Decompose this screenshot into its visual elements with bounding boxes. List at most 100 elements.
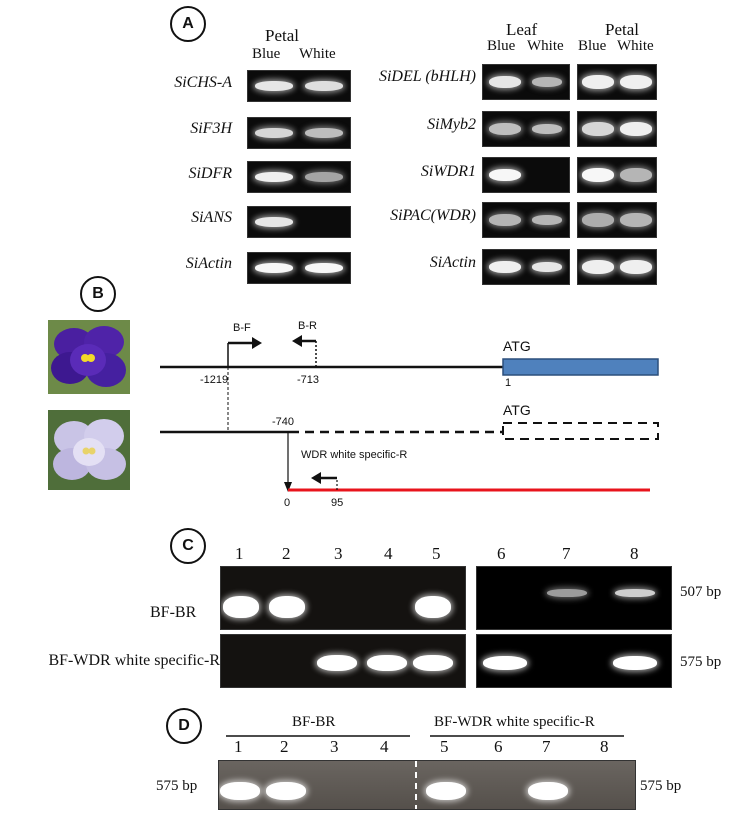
gel-image	[482, 202, 570, 238]
atg-label-top: ATG	[503, 338, 531, 354]
group-label-bfbr: BF-BR	[292, 714, 336, 730]
row-label-bfwdr: BF-WDR white specific-R	[48, 652, 220, 669]
gel-image	[577, 157, 657, 193]
bp-marker-507: 507 bp	[680, 584, 722, 600]
lane-number: 6	[497, 544, 506, 563]
gel-image	[482, 64, 570, 100]
gel-image	[476, 634, 672, 688]
gel-band	[620, 168, 652, 182]
gel-band	[620, 260, 652, 274]
primer-br-label: B-R	[298, 320, 317, 332]
col-white-left: White	[299, 46, 336, 62]
gel-band	[489, 214, 521, 226]
gel-band	[620, 122, 652, 136]
gel-band	[220, 782, 260, 800]
gel-band	[620, 213, 652, 227]
gel-image	[577, 64, 657, 100]
gene-label: SiCHS-A	[174, 74, 232, 91]
gel-band	[582, 75, 614, 89]
lane-number: 6	[494, 737, 503, 756]
wdr-primer-label: WDR white specific-R	[301, 449, 408, 461]
petal-header-right: Petal	[605, 20, 639, 39]
gel-band	[255, 217, 293, 227]
lane-number: 2	[282, 544, 291, 563]
gene-label: SiDEL (bHLH)	[378, 68, 476, 85]
gel-band	[305, 172, 343, 182]
lane-number: 8	[600, 737, 609, 756]
lane-number: 4	[380, 737, 389, 756]
gel-band	[415, 596, 451, 618]
pos-0: 0	[284, 497, 291, 509]
gene-label: SiWDR1	[420, 163, 476, 180]
gel-band	[255, 128, 293, 138]
gel-band	[615, 589, 655, 597]
pos-740: -740	[272, 416, 295, 428]
gene-label: SiPAC(WDR)	[390, 207, 476, 224]
gel-image	[482, 249, 570, 285]
gel-band	[223, 596, 259, 618]
gene-label: SiActin	[429, 254, 476, 271]
gel-band	[582, 122, 614, 136]
gel-band	[582, 168, 614, 182]
gel-band	[305, 81, 343, 91]
gel-band	[489, 169, 521, 181]
gel-band	[266, 782, 306, 800]
lane-number: 5	[432, 544, 441, 563]
gel-band	[305, 263, 343, 273]
row-label-bfbr: BF-BR	[150, 604, 197, 621]
col-blue-left: Blue	[252, 46, 281, 62]
gel-band	[532, 124, 562, 134]
pos-95: 95	[331, 497, 344, 509]
gel-image	[247, 70, 351, 102]
col-blue-leaf: Blue	[487, 38, 516, 54]
gel-band	[269, 596, 305, 618]
lane-number: 8	[630, 544, 639, 563]
coding-box-blue	[502, 358, 659, 376]
lane-number: 1	[235, 544, 244, 563]
blue-flower-photo	[48, 320, 130, 394]
gene-label: SiMyb2	[427, 116, 476, 133]
gel-band	[582, 260, 614, 274]
gel-band	[613, 656, 657, 670]
lane-number: 4	[384, 544, 393, 563]
gel-image	[218, 760, 636, 810]
gel-image	[476, 566, 672, 630]
gene-label: SiF3H	[190, 120, 232, 137]
panel-c-label: C	[170, 528, 206, 564]
gene-label: SiANS	[191, 209, 232, 226]
gel-band	[532, 262, 562, 272]
gel-image	[482, 111, 570, 147]
gel-image	[247, 161, 351, 193]
lane-number: 7	[562, 544, 571, 563]
gel-band	[582, 213, 614, 227]
panel-a-label: A	[170, 6, 206, 42]
lane-number: 3	[330, 737, 339, 756]
lane-number: 3	[334, 544, 343, 563]
gel-band	[413, 655, 453, 671]
pos-1: 1	[505, 377, 512, 389]
white-flower-photo	[48, 410, 130, 490]
gel-image	[247, 252, 351, 284]
gel-band	[255, 172, 293, 182]
gel-band	[489, 123, 521, 135]
panel-d-label: D	[166, 708, 202, 744]
gel-band	[426, 782, 466, 800]
gel-image	[247, 206, 351, 238]
gel-band	[528, 782, 568, 800]
gel-image	[247, 117, 351, 149]
lane-number: 2	[280, 737, 289, 756]
leaf-header: Leaf	[506, 20, 538, 39]
coding-box-dashed	[502, 422, 659, 440]
bp-marker-575-d-right: 575 bp	[640, 778, 682, 794]
bp-marker-575-d-left: 575 bp	[156, 778, 198, 794]
gel-band	[305, 128, 343, 138]
primer-bf-label: B-F	[233, 322, 251, 334]
gene-label: SiDFR	[188, 165, 232, 182]
gel-band	[532, 77, 562, 87]
gel-band	[489, 76, 521, 88]
bp-marker-575-c: 575 bp	[680, 654, 722, 670]
gel-band	[547, 589, 587, 597]
col-blue-petal: Blue	[578, 38, 607, 54]
